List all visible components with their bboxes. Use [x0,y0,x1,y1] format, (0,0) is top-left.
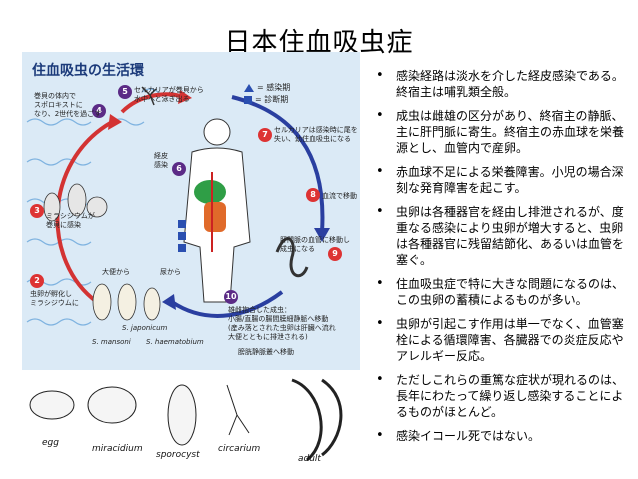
cycle-arrow-red-top [120,92,183,114]
diagnostic-marker-A [178,220,186,228]
stage-label-sporocyst: sporocyst [156,450,200,460]
intestine-organ [204,202,226,232]
cycle-arrow-blue-bottom [170,290,284,318]
step-number-6: 6 [172,162,186,176]
legend-diagnostic: = 診断期 [255,95,289,104]
figure-legend: = 感染期 = 診断期 [244,82,290,106]
miracidium-drawing [87,386,137,424]
life-cycle-diagram [26,86,330,326]
eggs [92,283,161,321]
annotation-step5: セルカリアが巻貝から 水中へと泳ぎ出る [134,86,204,103]
bullet-item: 虫卵は各種器官を経由し排泄されるが、度重なる感染により虫卵が増大すると、虫卵は各… [374,204,630,268]
stage-label-adult: adult [298,454,321,464]
diagnostic-marker-B [178,232,186,240]
annotation-step2: 虫卵が孵化し ミラシジウムに [30,290,79,307]
arrowhead-blue-1 [314,228,330,242]
bullet-list: 感染経路は淡水を介した経皮感染である。終宿主は哺乳類全般。 成虫は雌雄の区分があ… [374,68,630,452]
bullet-item: 感染イコール死ではない。 [374,428,630,444]
life-cycle-figure: 住血吸虫の生活環 = 感染期 = 診断期 4 巻貝の体内で スポロキストに なり… [22,52,360,370]
label-urine: 尿から [160,268,181,276]
bullet-item: 住血吸虫症で特に大きな問題になるのは、この虫卵の蓄積によるものが多い。 [374,276,630,308]
step-number-3: 3 [30,204,44,218]
annotation-step7: セルカリアは感染時に尾を 失い、幼住血吸虫になる [274,126,358,143]
annotation-step9: 肝門脈の血管に移動し 成虫になる [280,236,350,253]
adult-worm [275,237,309,278]
liver-organ [194,180,226,204]
species-label-japonicum: S. japonicum [122,324,168,332]
annotation-step6: 経皮 感染 [154,152,168,169]
step-number-10: 10 [224,290,238,304]
bullet-item: 虫卵が引起こす作用は単一でなく、血管塞栓による循環障害、各臓器での炎症反応やアレ… [374,316,630,364]
diagnostic-marker-C [178,244,186,252]
annotation-step3: ミラシジウムが 巻貝に感染 [46,212,95,229]
arrowhead-red-1 [108,114,122,130]
life-stage-strip: egg miracidium sporocyst circarium adult [22,370,360,470]
figure-title: 住血吸虫の生活環 [32,63,144,79]
bullet-item: 感染経路は淡水を介した経皮感染である。終宿主は哺乳類全般。 [374,68,630,100]
sporocyst-drawing [167,384,197,446]
adult-drawing [291,378,343,462]
cercaria-drawing [141,86,157,106]
step-number-9: 9 [328,247,342,261]
stage-label-egg: egg [42,438,59,448]
infective-stage-icon [244,83,254,92]
bullet-item: ただしこれらの重篤な症状が現れるのは、長年にわたって繰り返し感染することによるも… [374,372,630,420]
stage-label-miracidium: miracidium [92,444,143,454]
bullet-item: 赤血球不足による栄養障害。小児の場合深刻な発育障害を起こす。 [374,164,630,196]
step-number-4: 4 [92,104,106,118]
life-stage-drawings [29,378,343,462]
step-number-8: 8 [306,188,320,202]
annotation-step4: 巻貝の体内で スポロキストに なり、2世代を過ごす [34,92,102,118]
species-label-mansoni: S. mansoni [92,338,131,346]
step-number-7: 7 [258,128,272,142]
cycle-arrow-blue-right [231,95,325,233]
stage-label-circarium: circarium [218,444,261,454]
arrowhead-red-2 [178,90,192,104]
annotation-step10b: 膀胱静脈叢へ移動 [238,348,294,356]
step-number-2: 2 [30,274,44,288]
diagnostic-stage-icon [244,95,252,104]
legend-infective: = 感染期 [257,83,291,92]
arrowhead-blue-2 [162,294,176,310]
bullet-item: 成虫は雌雄の区分があり、終宿主の静脈、主に肝門脈に寄生。終宿主の赤血球を栄養源と… [374,108,630,156]
step-number-5: 5 [118,85,132,99]
species-label-haematobium: S. haematobium [146,338,204,346]
circarium-drawing [226,384,250,436]
snails [43,183,108,222]
egg-drawing [29,390,75,420]
label-feces: 大便から [102,268,130,276]
annotation-step8: 血流で移動 [322,192,357,200]
annotation-step10: 雄雌抱合した成虫： 小腸/直腸の腸間膜細静脈へ移動 (産み落とされた虫卵は肝臓へ… [228,306,336,341]
